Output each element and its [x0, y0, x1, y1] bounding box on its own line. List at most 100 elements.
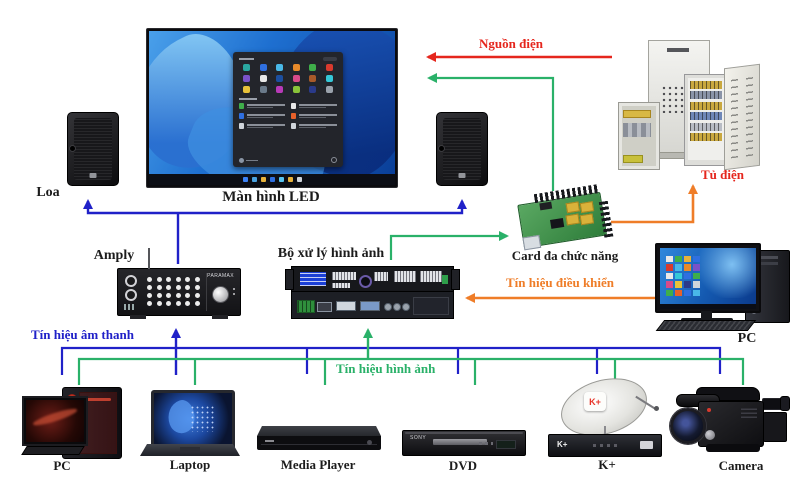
desktop-tile	[684, 256, 691, 263]
led-screen-wallpaper	[149, 31, 395, 174]
desktop-tile	[693, 256, 700, 263]
breaker-row	[690, 101, 722, 110]
control-pc-keyboard	[655, 320, 757, 331]
media-player-front	[257, 436, 381, 450]
cabinet-label: Tủ điện	[701, 167, 744, 182]
recommended-item	[238, 103, 285, 110]
electrical-cabinet	[618, 18, 760, 171]
gaming-pc-monitor	[22, 396, 88, 446]
amplifier-label: Amply	[93, 248, 135, 263]
cabinet-door	[724, 63, 760, 171]
desktop-tile	[666, 272, 673, 280]
processor-lcd	[300, 272, 326, 286]
desktop-tile	[684, 264, 691, 271]
camera-body	[698, 401, 764, 447]
desktop-tile	[684, 272, 691, 280]
recommended-item-icon	[238, 113, 244, 120]
app-icon	[309, 75, 317, 83]
amplifier-device: PARAMAX	[117, 248, 241, 319]
processor-to-card-arrow	[389, 231, 509, 260]
kplus-receiver-box: K+	[548, 434, 662, 457]
card-label: Card đa chức năng	[511, 248, 619, 263]
app-icon	[292, 86, 300, 94]
recommended-item-icon	[238, 123, 244, 130]
app-icon	[325, 64, 333, 72]
taskbar-icon	[296, 177, 302, 182]
breaker-row	[690, 122, 722, 131]
processor-bottom-unit	[291, 291, 454, 319]
speaker-logo	[89, 173, 97, 178]
breaker-row	[690, 80, 722, 89]
speaker-port	[439, 146, 444, 152]
desktop-tile	[693, 289, 700, 296]
recommended-grid	[238, 103, 338, 130]
speaker-logo	[458, 173, 466, 178]
amplifier-knob-grid	[145, 275, 202, 308]
desktop-tile	[693, 281, 700, 288]
source-kplus-label: K+	[598, 457, 616, 472]
taskbar-icon	[251, 177, 257, 182]
led-screen-device	[146, 28, 398, 188]
source-laptop-label: Laptop	[169, 457, 211, 472]
app-icon	[292, 75, 300, 83]
kplus-dish-logo: K+	[584, 392, 606, 411]
processor-knob	[359, 275, 372, 288]
cabinet-open-unit	[684, 74, 728, 166]
cabinet-small-box	[618, 102, 660, 170]
app-icon	[276, 75, 284, 83]
app-icon	[276, 64, 284, 72]
app-icon	[243, 75, 251, 83]
camera-lens	[670, 408, 706, 444]
control-pc-device	[650, 240, 790, 332]
recommended-item-icon	[290, 123, 296, 130]
desktop-tile	[675, 289, 682, 296]
recommended-item	[290, 103, 338, 110]
breaker-row	[690, 133, 722, 141]
amplifier-volume-knob	[212, 286, 229, 303]
dvd-tray	[433, 439, 487, 445]
start-menu-panel	[232, 52, 344, 167]
desktop-tile	[675, 256, 682, 263]
speaker-label: Loa	[36, 185, 60, 200]
taskbar-icon	[269, 177, 275, 182]
recommended-item	[238, 113, 285, 120]
processor-top-unit	[285, 266, 460, 293]
source-kplus: K+ K+	[548, 368, 664, 460]
pinned-apps-grid	[239, 64, 338, 94]
desktop-tile	[666, 281, 673, 288]
app-icon	[276, 86, 284, 94]
source-camera-label: Camera	[718, 458, 764, 473]
desktop-tile	[693, 264, 700, 271]
recommended-item	[290, 113, 338, 120]
start-menu-footer	[238, 157, 338, 164]
video-processor-device	[285, 266, 460, 319]
source-pc-label: PC	[53, 458, 71, 473]
processor-label: Bộ xử lý hình ảnh	[277, 246, 385, 261]
source-gaming-pc	[21, 386, 122, 462]
desktop-tile	[666, 264, 673, 271]
gaming-pc-keyboard	[21, 446, 85, 455]
source-dvd: SONY	[402, 424, 526, 460]
taskbar-icon	[287, 177, 293, 182]
app-icon	[309, 64, 317, 72]
app-icon	[259, 64, 267, 72]
app-icon	[243, 86, 251, 94]
source-media-player	[257, 426, 381, 458]
kplus-box-logo: K+	[557, 440, 568, 449]
recommended-item-icon	[290, 103, 296, 110]
amplifier-brand: PARAMAX	[207, 273, 234, 279]
amplifier-antenna	[148, 248, 150, 269]
control-signal-label: Tín hiệu điều khiển	[506, 275, 615, 290]
audio-signal-label: Tín hiệu âm thanh	[31, 327, 134, 342]
dvd-brand: SONY	[410, 435, 427, 441]
source-laptop	[140, 390, 240, 460]
card-to-cabinet-arrow	[611, 184, 698, 224]
recommended-item-text	[298, 103, 338, 109]
laptop-base	[140, 444, 240, 456]
control-pc-label: PC	[737, 331, 757, 346]
app-icon	[259, 75, 267, 83]
taskbar-icon	[260, 177, 266, 182]
app-icon	[325, 86, 333, 94]
recommended-header	[238, 98, 338, 101]
recommended-item	[238, 123, 285, 130]
